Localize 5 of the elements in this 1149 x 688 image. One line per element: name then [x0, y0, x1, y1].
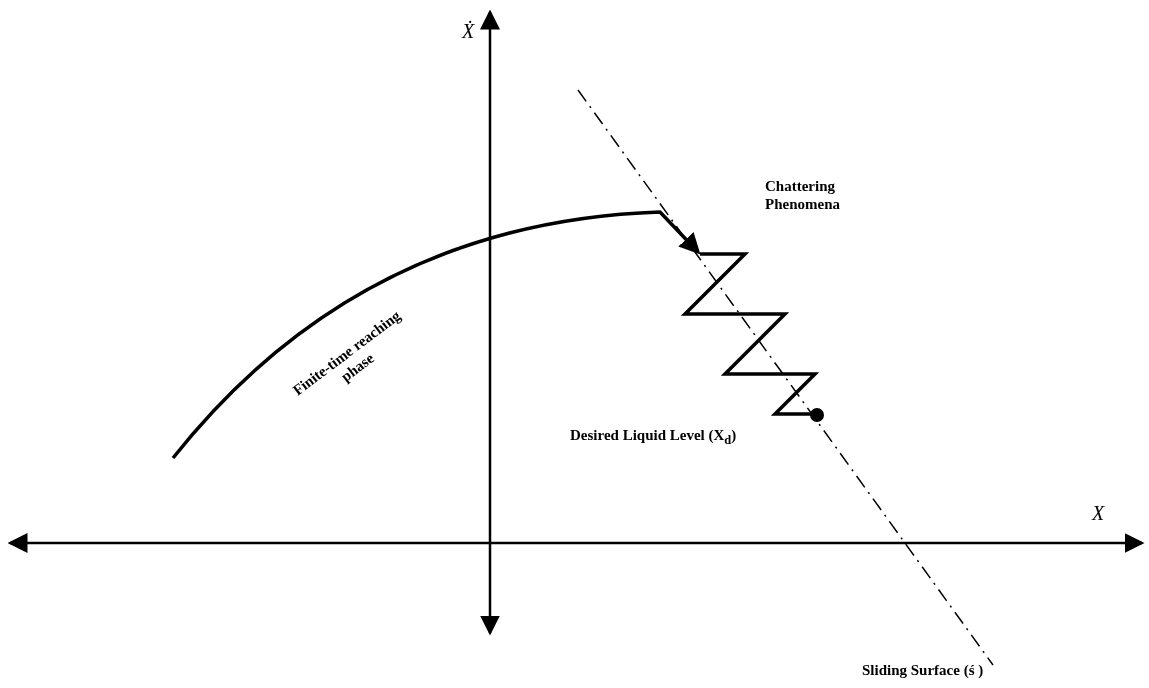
axis-label: Ẋ: [462, 20, 475, 43]
line-label: Sliding Surface (ś ): [862, 661, 984, 679]
annotation-label: Chattering Phenomena: [765, 177, 841, 213]
axis-label: X: [1092, 502, 1105, 525]
point-label: Desired Liquid Level (X$_{d}$): [570, 426, 737, 449]
